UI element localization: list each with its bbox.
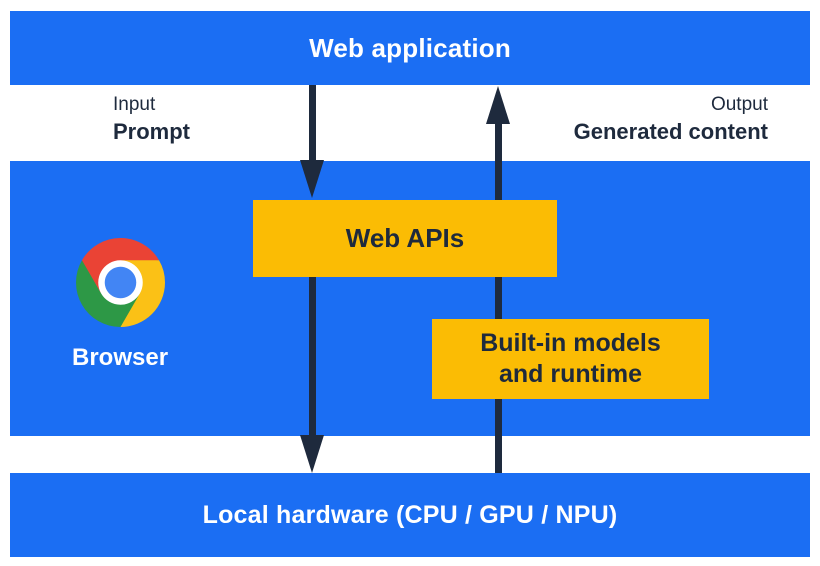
web-application-bar: Web application — [10, 11, 810, 85]
chrome-logo-red-segment — [81, 238, 160, 294]
output-label-group: Output Generated content — [574, 93, 768, 146]
content-up-arrow-line — [495, 120, 502, 473]
chrome-logo-blue-center — [104, 266, 137, 299]
prompt-down-arrowhead-into-web-apis — [300, 160, 324, 198]
prompt-down-arrowhead-into-hardware — [300, 435, 324, 473]
chrome-logo-icon — [76, 238, 165, 327]
built-in-models-label-line2: and runtime — [498, 360, 643, 388]
web-apis-label: Web APIs — [345, 223, 465, 253]
output-value-generated-content: Generated content — [573, 119, 768, 144]
content-up-arrowhead-into-web-app — [486, 86, 510, 124]
prompt-down-arrow-line-lower — [309, 277, 316, 439]
input-label-group: Input Prompt — [113, 93, 190, 146]
built-in-models-label-line1: Built-in models — [480, 329, 661, 357]
output-title: Output — [710, 94, 768, 115]
chrome-logo-svg — [76, 238, 165, 327]
chrome-logo-yellow-segment — [120, 259, 165, 327]
prompt-down-arrow-line-upper — [309, 85, 316, 165]
local-hardware-label: Local hardware (CPU / GPU / NPU) — [202, 500, 618, 529]
web-apis-box: Web APIs — [253, 200, 557, 277]
built-in-models-box: Built-in models and runtime — [432, 319, 709, 399]
input-title: Input — [113, 94, 156, 115]
browser-label: Browser — [72, 344, 169, 371]
local-hardware-bar: Local hardware (CPU / GPU / NPU) — [10, 473, 810, 557]
web-application-label: Web application — [309, 32, 511, 63]
input-value-prompt: Prompt — [113, 119, 190, 144]
